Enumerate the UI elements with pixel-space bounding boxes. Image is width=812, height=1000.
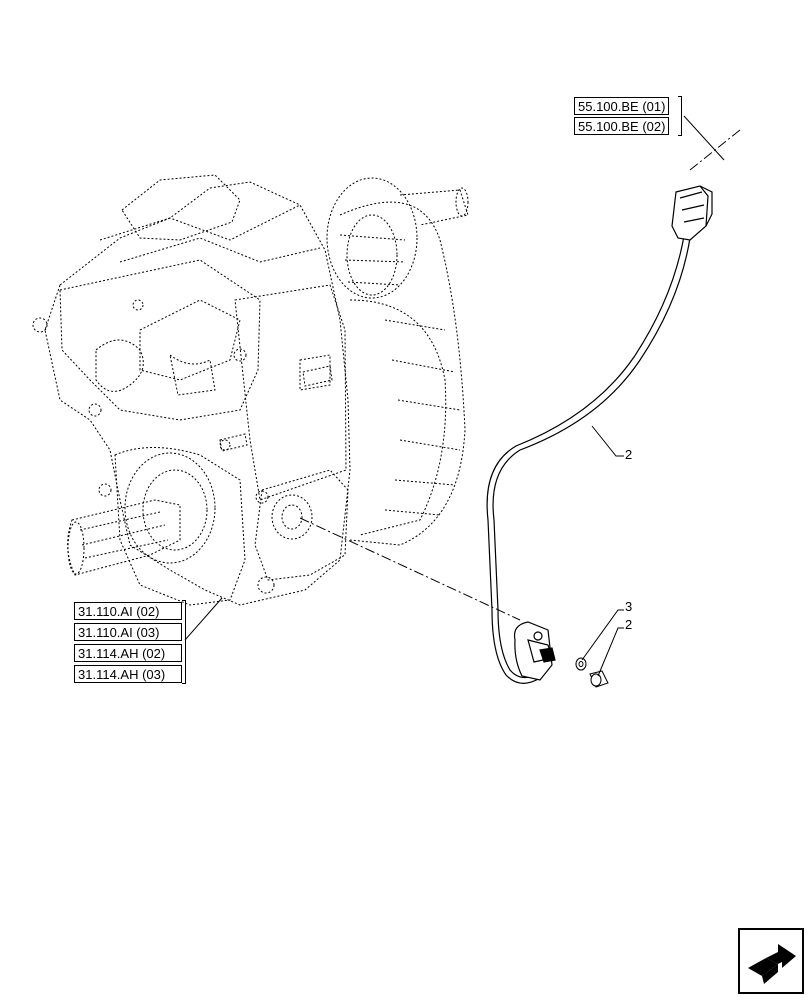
ref-tag-31114ah-03[interactable]: 31.114.AH (03) (74, 665, 182, 683)
next-page-arrow-icon[interactable] (738, 928, 804, 994)
callout-harness: 2 (625, 447, 633, 462)
gearbox-housing (32, 174, 469, 606)
callout-washer: 3 (625, 599, 633, 614)
washer (575, 657, 587, 671)
centerline (299, 517, 521, 621)
ref-group-bracket (182, 600, 186, 684)
ref-tag-31110ai-02[interactable]: 31.110.AI (02) (74, 602, 182, 620)
ref-group-bracket (678, 96, 682, 136)
ref-tag-31110ai-03[interactable]: 31.110.AI (03) (74, 623, 182, 641)
bolt (589, 670, 609, 688)
ref-tag-31114ah-02[interactable]: 31.114.AH (02) (74, 644, 182, 662)
speed-sensor-harness (486, 185, 713, 684)
ref-tag-55100be-02[interactable]: 55.100.BE (02) (574, 117, 670, 135)
callout-bolt: 2 (625, 617, 633, 632)
leader-lines (184, 115, 725, 677)
ref-tag-55100be-01[interactable]: 55.100.BE (01) (574, 97, 670, 115)
